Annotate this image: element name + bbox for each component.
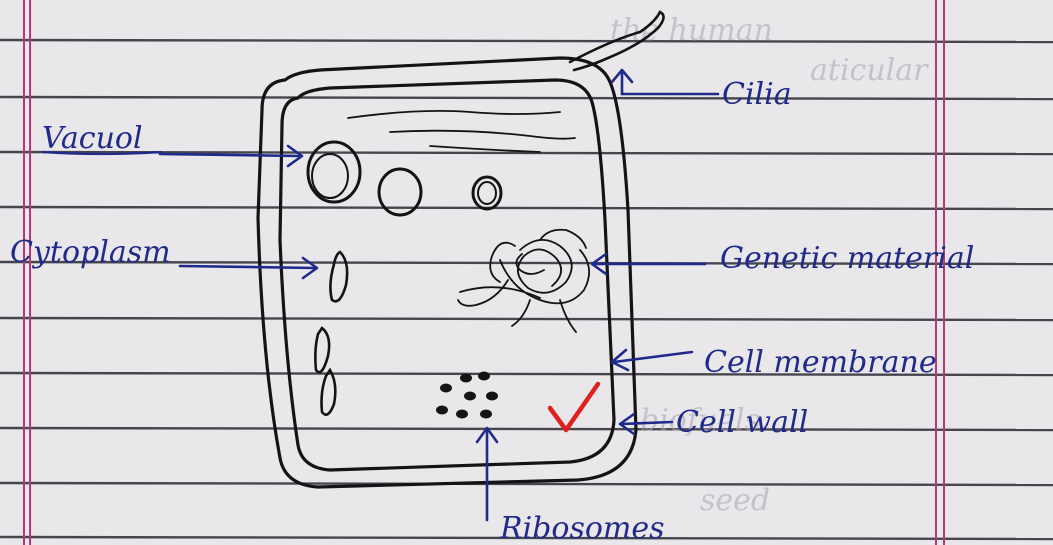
ribosome: [436, 406, 448, 415]
dna-strand: [512, 300, 530, 326]
organelle: [315, 328, 329, 372]
dna-strand: [518, 240, 572, 293]
labels: Cilia Vacuol Cytoplasm Genetic material …: [10, 77, 974, 545]
ribosome: [460, 374, 472, 383]
cytoplasm-arrow-shaft: [180, 266, 315, 268]
cell-wall-outline: [258, 58, 636, 487]
ribosome: [480, 410, 492, 419]
label-ribosomes: Ribosomes: [499, 511, 665, 545]
ghost-text: seed: [700, 483, 770, 518]
ghost-text: the human: [610, 13, 773, 48]
ghost-text: aticular: [810, 53, 929, 88]
ribosomes-cluster: [436, 372, 498, 419]
ribosome: [478, 372, 490, 381]
label-vacuole: Vacuol: [42, 121, 143, 156]
dna-strand: [560, 300, 576, 332]
label-cytoplasm: Cytoplasm: [10, 235, 171, 270]
label-arrows: [160, 70, 718, 520]
ribosome: [440, 384, 452, 393]
membrane-arrow-shaft: [614, 352, 692, 362]
cytoplasm-bodies: [315, 252, 347, 415]
rule-line: [0, 40, 1053, 42]
cytoplasm-streak: [390, 131, 575, 139]
dna-strand: [458, 280, 508, 306]
ribosome: [486, 392, 498, 401]
rule-line: [0, 428, 1053, 430]
genetic-material-tangle: [458, 230, 589, 332]
rule-line: [0, 207, 1053, 209]
vacuole-small-inner: [478, 182, 496, 204]
label-genetic-material: Genetic material: [720, 241, 974, 276]
rule-line: [0, 97, 1053, 99]
label-cell-wall: Cell wall: [676, 405, 808, 440]
rule-line: [0, 318, 1053, 320]
dna-strand: [540, 230, 586, 248]
vacuole-arrow-shaft: [160, 154, 300, 156]
cytoplasm-streak: [348, 111, 560, 118]
ribosome: [456, 410, 468, 419]
label-cilia: Cilia: [722, 77, 792, 112]
rule-line: [0, 483, 1053, 485]
ribosome: [464, 392, 476, 401]
vacuole-large-inner: [312, 154, 348, 198]
cell-wall-line: [258, 58, 636, 487]
dna-strand: [500, 250, 589, 303]
organelle: [322, 370, 336, 415]
vacuole-large: [308, 142, 360, 202]
cilia-arrow-head: [612, 70, 632, 94]
check-mark-icon: [550, 384, 598, 430]
cytoplasm-streak: [430, 146, 540, 152]
label-cell-membrane: Cell membrane: [704, 345, 937, 380]
organelle: [330, 252, 347, 301]
